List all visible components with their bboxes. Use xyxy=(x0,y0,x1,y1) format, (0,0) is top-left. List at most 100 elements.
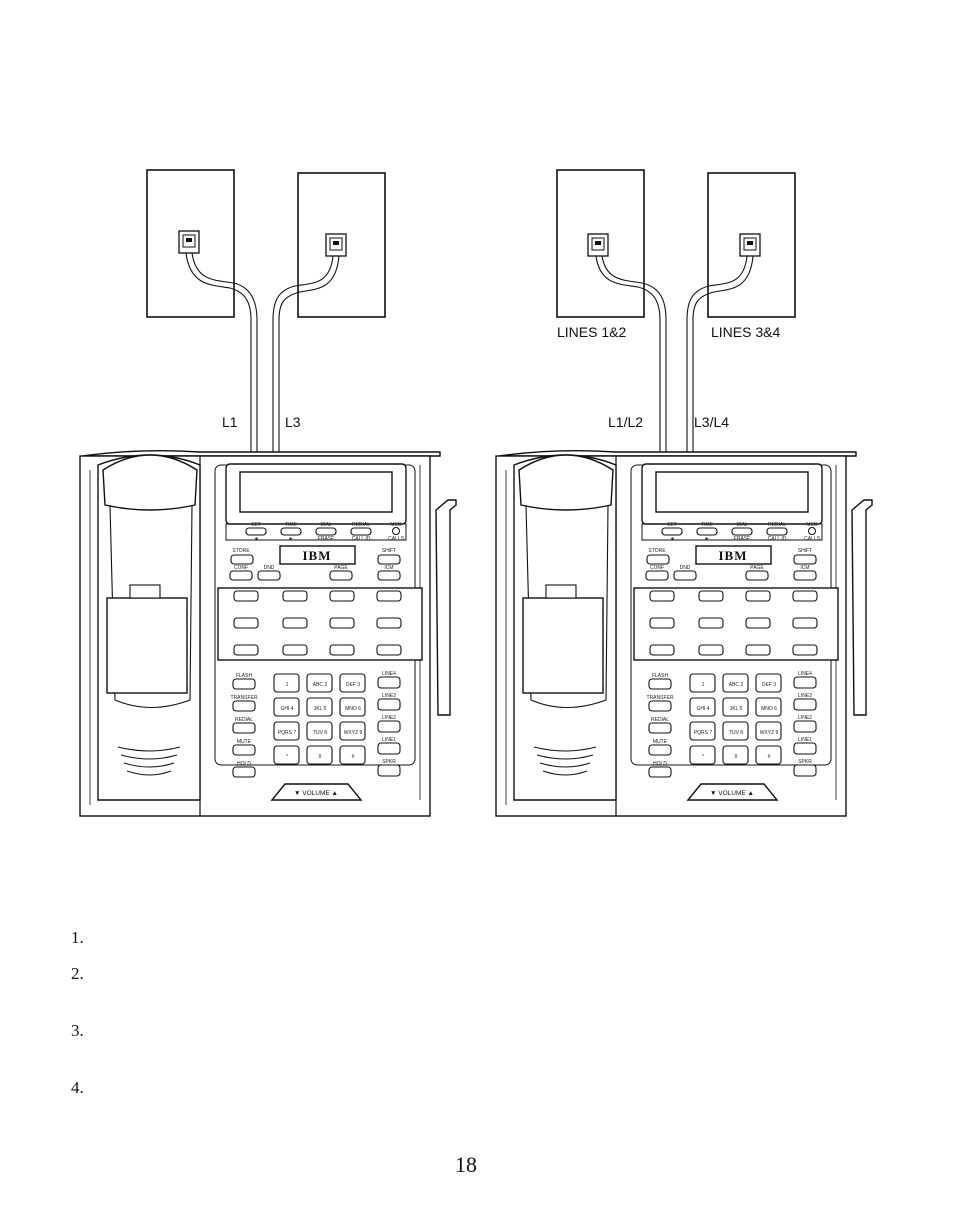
key-label: LINE4 xyxy=(382,671,396,677)
logo-plate xyxy=(279,545,356,565)
step-number: 4. xyxy=(71,1078,84,1097)
dial-key-label: * xyxy=(286,754,288,760)
phone-cord xyxy=(272,255,334,462)
side-key xyxy=(648,678,672,690)
programmable-key xyxy=(282,590,308,602)
key-label: CALL ID xyxy=(352,536,371,542)
dial-key xyxy=(755,721,782,741)
dial-key-label: * xyxy=(702,754,704,760)
jack-label-lines-3-4: LINES 3&4 xyxy=(711,324,780,340)
key-label: DIAL xyxy=(736,522,747,528)
key-label: DIAL xyxy=(320,522,331,528)
key-label: TIME xyxy=(285,522,298,528)
dial-key xyxy=(722,697,749,717)
key-label: SET xyxy=(667,522,677,528)
programmable-key xyxy=(329,644,355,656)
programmable-key xyxy=(792,644,818,656)
dial-key-label: 1 xyxy=(286,682,289,688)
key-label: ERASE xyxy=(734,536,752,542)
side-key xyxy=(232,766,256,778)
ibm-logo: IBM xyxy=(719,548,748,563)
dial-key xyxy=(273,673,300,693)
dial-key xyxy=(689,745,716,765)
key-label: PAGE xyxy=(750,565,764,571)
store-key xyxy=(646,554,670,565)
step-number: 2. xyxy=(71,964,84,983)
programmable-key xyxy=(698,617,724,629)
speaker-grille xyxy=(542,770,588,776)
speaker-grille xyxy=(126,770,172,776)
key-label: ICM xyxy=(384,565,393,571)
dial-key xyxy=(722,673,749,693)
cord-label-l3: L3 xyxy=(285,414,301,430)
feature-key xyxy=(257,570,281,581)
phone-top-edge xyxy=(82,449,441,457)
key-label: ► xyxy=(289,536,294,542)
function-key xyxy=(696,527,718,536)
dial-key-label: TUV 8 xyxy=(313,730,327,736)
key-label: LINE3 xyxy=(382,693,396,699)
dial-key xyxy=(689,673,716,693)
cord-label-l1: L1 xyxy=(222,414,238,430)
antenna xyxy=(435,499,457,716)
dial-key xyxy=(273,721,300,741)
programmable-key xyxy=(233,617,259,629)
handset-keypad-area xyxy=(106,597,188,694)
programmable-key xyxy=(282,644,308,656)
feature-key xyxy=(645,570,669,581)
line-key xyxy=(377,764,401,777)
programmable-key xyxy=(698,590,724,602)
key-label: MSG xyxy=(390,522,402,528)
message-indicator xyxy=(808,527,816,535)
feature-key xyxy=(229,570,253,581)
line-key xyxy=(793,698,817,711)
side-key xyxy=(648,700,672,712)
lcd-display xyxy=(239,471,393,513)
key-label: LINE4 xyxy=(798,671,812,677)
dial-key-label: # xyxy=(352,754,355,760)
function-key xyxy=(731,527,753,536)
phone-jack-icon xyxy=(178,230,200,254)
dial-key xyxy=(339,697,366,717)
function-key xyxy=(766,527,788,536)
feature-key xyxy=(377,570,401,581)
programmable-key xyxy=(233,644,259,656)
cord-label-l3-l4: L3/L4 xyxy=(694,414,729,430)
key-label: STORE xyxy=(232,548,250,554)
ibm-logo: IBM xyxy=(303,548,332,563)
dial-key xyxy=(306,745,333,765)
programmable-key xyxy=(745,590,771,602)
function-key xyxy=(661,527,683,536)
shift-key xyxy=(377,554,401,565)
dial-key-label: JKL 5 xyxy=(730,706,743,712)
dial-key-label: MNO 6 xyxy=(345,706,361,712)
line-key xyxy=(793,676,817,689)
handset-earpiece xyxy=(102,454,198,511)
key-label: SHIFT xyxy=(798,548,812,554)
key-label: ERASE xyxy=(318,536,336,542)
speaker-grille xyxy=(536,754,594,760)
dial-key-label: PQRS 7 xyxy=(278,730,297,736)
feature-key xyxy=(673,570,697,581)
key-label: LINE2 xyxy=(382,715,396,721)
dial-key xyxy=(689,721,716,741)
dial-key-label: PQRS 7 xyxy=(694,730,713,736)
key-label: FLASH xyxy=(236,673,253,679)
step-number: 3. xyxy=(71,1021,84,1040)
programmable-key xyxy=(376,617,402,629)
key-label: REDIAL xyxy=(352,522,370,528)
key-label: HOLD xyxy=(237,761,251,767)
side-key xyxy=(648,722,672,734)
function-key xyxy=(315,527,337,536)
dial-key xyxy=(755,673,782,693)
dial-key-label: ABC 2 xyxy=(313,682,328,688)
key-label: HOLD xyxy=(653,761,667,767)
key-label: SPKR xyxy=(798,759,812,765)
key-label: LINE1 xyxy=(798,737,812,743)
speaker-grille xyxy=(120,754,178,760)
dial-key xyxy=(722,745,749,765)
dial-key xyxy=(306,673,333,693)
